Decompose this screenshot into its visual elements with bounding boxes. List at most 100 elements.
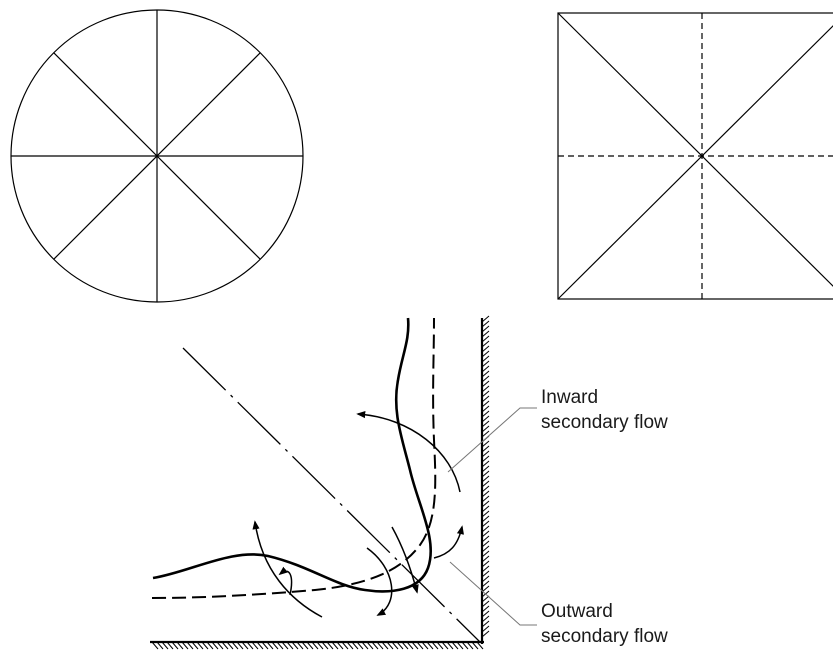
hatch-stroke: [331, 641, 339, 650]
hatch-stroke: [401, 641, 409, 650]
hatch-stroke: [481, 475, 490, 483]
hatch-stroke: [476, 641, 484, 650]
hatch-stroke: [481, 620, 490, 628]
hatch-stroke: [481, 630, 490, 638]
hatch-stroke: [176, 641, 184, 650]
hatch-stroke: [306, 641, 314, 650]
hatch-stroke: [231, 641, 239, 650]
hatch-stroke: [481, 460, 490, 468]
hatch-stroke: [481, 505, 490, 513]
hatch-stroke: [481, 510, 490, 518]
hatch-stroke: [481, 440, 490, 448]
hatch-stroke: [481, 320, 490, 328]
hatch-stroke: [481, 330, 490, 338]
hatch-stroke: [481, 585, 490, 593]
hatch-stroke: [316, 641, 324, 650]
outward-label-line2: secondary flow: [541, 626, 668, 647]
hatch-stroke: [481, 495, 490, 503]
hatch-stroke: [346, 641, 354, 650]
hatch-stroke: [186, 641, 194, 650]
hatch-stroke: [301, 641, 309, 650]
hatch-stroke: [481, 415, 490, 423]
hatch-stroke: [421, 641, 429, 650]
hatch-stroke: [481, 560, 490, 568]
hatch-stroke: [166, 641, 174, 650]
hatch-stroke: [481, 370, 490, 378]
hatch-stroke: [161, 641, 169, 650]
square-cross-section: [557, 12, 833, 300]
hatch-stroke: [481, 430, 490, 438]
hatch-stroke: [481, 420, 490, 428]
hatch-stroke: [341, 641, 349, 650]
hatch-stroke: [481, 350, 490, 358]
hatch-stroke: [221, 641, 229, 650]
hatched-wall: [150, 315, 490, 650]
hatch-stroke: [296, 641, 304, 650]
hatch-stroke: [351, 641, 359, 650]
hatch-stroke: [216, 641, 224, 650]
hatch-stroke: [481, 445, 490, 453]
hatch-stroke: [276, 641, 284, 650]
wall-hatching-horizontal: [151, 641, 484, 650]
hatch-stroke: [481, 360, 490, 368]
hatch-stroke: [481, 610, 490, 618]
hatch-stroke: [326, 641, 334, 650]
hatch-stroke: [236, 641, 244, 650]
hatch-stroke: [481, 625, 490, 633]
hatch-stroke: [376, 641, 384, 650]
hatch-stroke: [396, 641, 404, 650]
leader-lines: [447, 407, 537, 626]
hatch-stroke: [361, 641, 369, 650]
hatch-stroke: [481, 410, 490, 418]
hatch-stroke: [481, 515, 490, 523]
hatch-stroke: [481, 470, 490, 478]
hatch-stroke: [246, 641, 254, 650]
hatch-stroke: [481, 385, 490, 393]
hatch-stroke: [481, 535, 490, 543]
hatch-stroke: [196, 641, 204, 650]
hatch-stroke: [481, 520, 490, 528]
hatch-stroke: [481, 575, 490, 583]
hatch-stroke: [271, 641, 279, 650]
hatch-stroke: [171, 641, 179, 650]
hatch-stroke: [481, 355, 490, 363]
hatch-stroke: [416, 641, 424, 650]
hatch-stroke: [371, 641, 379, 650]
flow-arrow-6: [356, 410, 461, 493]
circular-cross-section: [10, 9, 304, 303]
hatch-stroke: [461, 641, 469, 650]
hatch-stroke: [481, 580, 490, 588]
hatch-stroke: [226, 641, 234, 650]
hatch-stroke: [311, 641, 319, 650]
hatch-stroke: [211, 641, 219, 650]
hatch-stroke: [281, 641, 289, 650]
hatch-stroke: [411, 641, 419, 650]
hatch-stroke: [451, 641, 459, 650]
hatch-stroke: [391, 641, 399, 650]
hatch-stroke: [366, 641, 374, 650]
hatch-stroke: [156, 641, 164, 650]
hatch-stroke: [321, 641, 329, 650]
hatch-stroke: [251, 641, 259, 650]
hatch-stroke: [466, 641, 474, 650]
flow-arrow-2: [278, 566, 293, 596]
hatch-stroke: [481, 555, 490, 563]
hatch-stroke: [261, 641, 269, 650]
flow-arrow-4: [391, 526, 419, 594]
hatch-stroke: [481, 600, 490, 608]
hatch-stroke: [191, 641, 199, 650]
hatch-stroke: [256, 641, 264, 650]
hatch-stroke: [431, 641, 439, 650]
hatch-stroke: [481, 540, 490, 548]
wall-hatching-vertical: [481, 315, 490, 638]
hatch-stroke: [481, 605, 490, 613]
hatch-stroke: [481, 345, 490, 353]
hatch-stroke: [481, 425, 490, 433]
corner-flow-figure: Inward secondary flow Outward secondary …: [150, 315, 668, 650]
hatch-stroke: [481, 485, 490, 493]
hatch-stroke: [481, 315, 490, 323]
hatch-stroke: [481, 550, 490, 558]
hatch-stroke: [481, 380, 490, 388]
solid-flow-curve: [152, 317, 433, 593]
